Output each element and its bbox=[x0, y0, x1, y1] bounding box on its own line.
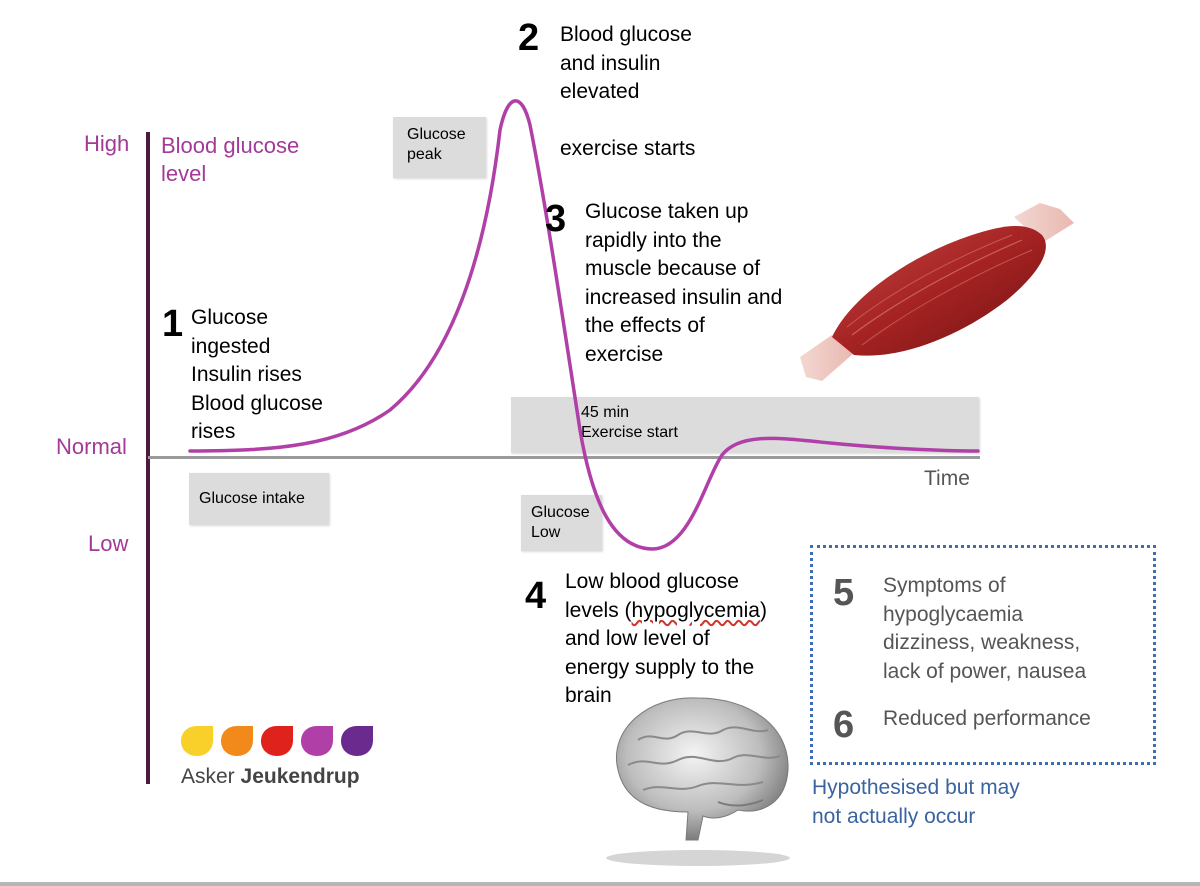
hypothesised-box bbox=[810, 545, 1156, 765]
step-1-number: 1 bbox=[162, 303, 184, 345]
glucose-peak-label: Glucose peak bbox=[393, 117, 486, 178]
step-2-exercise-starts: exercise starts bbox=[560, 137, 696, 160]
glucose-intake-label: Glucose intake bbox=[189, 473, 329, 525]
logo-drop-4 bbox=[301, 726, 333, 756]
logo-drop-3 bbox=[261, 726, 293, 756]
step-4-rest: and low level of energy supply to the br… bbox=[565, 627, 755, 707]
step-2-number: 2 bbox=[518, 17, 540, 59]
step-5-text: Symptoms of hypoglycaemia dizziness, wea… bbox=[883, 574, 1087, 683]
logo-text: Asker Jeukendrup bbox=[181, 765, 381, 789]
step-4-text: Low blood glucose levels (hypoglycemia) … bbox=[565, 568, 767, 711]
step-1-text: Glucose ingested Insulin rises Blood glu… bbox=[191, 306, 323, 443]
hypothesised-note: Hypothesised but may not actually occur bbox=[812, 776, 1020, 828]
step-4-line-2-post: ) bbox=[759, 598, 767, 622]
logo-last-name: Jeukendrup bbox=[240, 765, 360, 788]
logo-drop-1 bbox=[181, 726, 213, 756]
logo-drop-2 bbox=[221, 726, 253, 756]
exercise-start-label: 45 min Exercise start bbox=[511, 397, 979, 453]
step-6-text: Reduced performance bbox=[883, 707, 1091, 730]
step-3-text: Glucose taken up rapidly into the muscle… bbox=[585, 200, 783, 366]
x-axis-title: Time bbox=[924, 467, 970, 490]
hypoglycemia-word: hypoglycemia bbox=[631, 598, 760, 622]
step-4-line-2: levels (hypoglycemia) bbox=[565, 597, 767, 626]
step-4-line-1: Low blood glucose bbox=[565, 570, 739, 593]
brain-illustration bbox=[606, 697, 790, 866]
step-2-text: Blood glucose and insulin elevated bbox=[560, 23, 692, 103]
step-6-number: 6 bbox=[833, 704, 855, 746]
logo-first-name: Asker bbox=[181, 765, 235, 788]
y-axis-title: Blood glucose level bbox=[161, 133, 300, 186]
step-4-number: 4 bbox=[525, 575, 547, 617]
logo-drop-5 bbox=[341, 726, 373, 756]
logo-drops bbox=[181, 726, 373, 756]
glucose-low-label: Glucose Low bbox=[521, 495, 602, 551]
y-label-normal: Normal bbox=[56, 434, 127, 459]
normal-baseline bbox=[148, 456, 980, 459]
glucose-curve-path bbox=[188, 99, 980, 551]
y-label-high: High bbox=[84, 131, 130, 156]
footer-divider bbox=[0, 882, 1200, 886]
y-label-low: Low bbox=[88, 531, 129, 556]
muscle-illustration bbox=[800, 203, 1074, 381]
asker-jeukendrup-logo: Asker Jeukendrup bbox=[181, 724, 381, 789]
step-3-number: 3 bbox=[545, 198, 567, 240]
step-4-line-2-pre: levels ( bbox=[565, 598, 632, 622]
step-5-number: 5 bbox=[833, 572, 855, 614]
